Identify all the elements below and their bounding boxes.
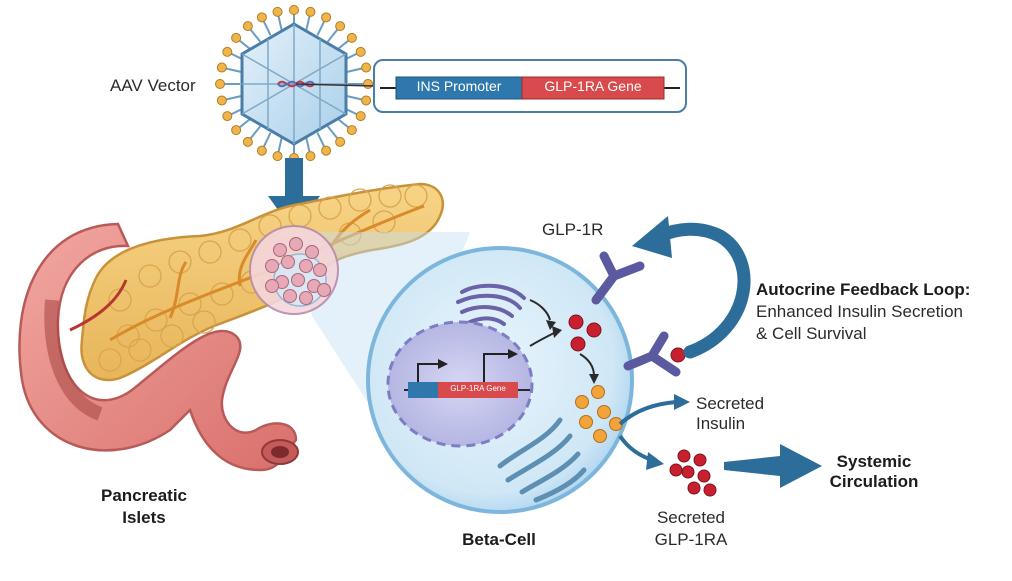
secreted-insulin-label-2: Insulin [696, 414, 746, 433]
aav-vector-label: AAV Vector [110, 76, 196, 95]
pancreas-lobules [98, 184, 428, 372]
vector-callout-line [295, 83, 375, 87]
capsid-spikes [215, 5, 373, 163]
pancreatic-islets-label-1: Pancreatic [101, 486, 187, 505]
systemic-label-1: Systemic [836, 452, 912, 471]
islet-cluster [249, 225, 339, 315]
autocrine-feedback-arrow [632, 216, 751, 359]
glp1ra-gene-label: GLP-1RA Gene [544, 78, 642, 94]
glp1ra-gene-block [521, 76, 665, 100]
pancreatic-islets-label-2: Islets [122, 508, 166, 527]
duodenum [18, 222, 299, 472]
nucleus-gene-label: GLP-1RA Gene [450, 384, 506, 393]
feedback-loop-line2: & Cell Survival [756, 324, 867, 343]
insulin-secretion-arrow [618, 394, 690, 426]
gene-construct [373, 59, 687, 113]
feedback-loop-line1: Enhanced Insulin Secretion [756, 302, 963, 321]
secreted-glp1ra-granules [669, 449, 717, 497]
glp1ra-secretion-arrow [618, 434, 664, 470]
glp1r-receptor-top [591, 251, 645, 305]
beta-cell [366, 246, 634, 514]
systemic-label-2: Circulation [829, 472, 919, 491]
secreted-glp1ra-label-2: GLP-1RA [654, 530, 728, 549]
blood-vessel [69, 279, 128, 332]
endoplasmic-reticulum [497, 417, 587, 503]
bound-glp1ra-granule [670, 347, 686, 363]
glp1r-receptor-lower [623, 331, 681, 377]
golgi-apparatus [456, 283, 526, 326]
capsid-facets [241, 24, 347, 144]
feedback-loop-title: Autocrine Feedback Loop: [756, 280, 971, 299]
nucleus-gene-construct [404, 349, 530, 398]
glp1r-label: GLP-1R [542, 220, 604, 239]
systemic-circulation-arrow [724, 444, 822, 488]
intracellular-glp1ra-granules [568, 314, 602, 352]
insulin-granules [575, 385, 623, 443]
ins-promoter-label: INS Promoter [416, 78, 502, 94]
secreted-insulin-label-1: Secreted [696, 394, 765, 413]
beta-cell-label: Beta-Cell [462, 530, 536, 549]
secreted-glp1ra-label-1: Secreted [656, 508, 726, 527]
aav-vector-particle [215, 5, 373, 163]
